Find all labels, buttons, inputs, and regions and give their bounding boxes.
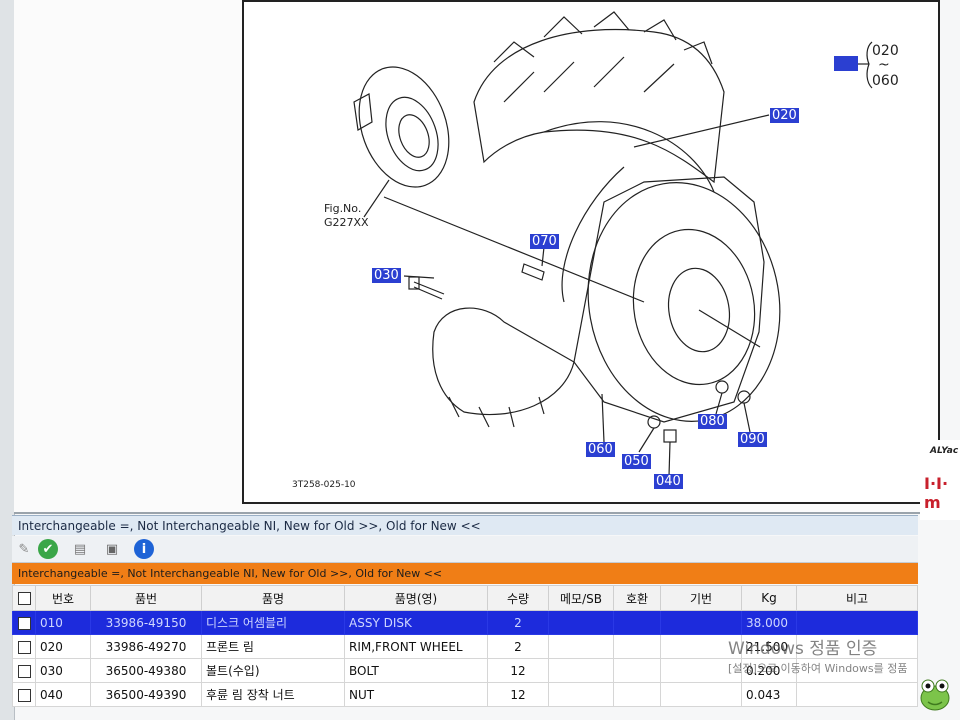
callout-040[interactable]: 040 xyxy=(654,474,683,489)
row-checkbox[interactable] xyxy=(12,634,36,659)
row-checkbox[interactable] xyxy=(12,610,36,635)
cell-name: 볼트(수입) xyxy=(201,658,345,683)
cell-part-number: 36500-49380 xyxy=(90,658,202,683)
cell-qty: 2 xyxy=(487,610,549,635)
col-name-en[interactable]: 품명(영) xyxy=(344,585,488,611)
cell-name-en: BOLT xyxy=(344,658,488,683)
table-row[interactable]: 040 36500-49390 후륜 림 장착 너트 NUT 12 0.043 xyxy=(12,682,918,707)
cell-interchange xyxy=(613,610,661,635)
callout-060[interactable]: 060 xyxy=(586,442,615,457)
cell-qty: 12 xyxy=(487,658,549,683)
select-all-checkbox[interactable] xyxy=(12,585,36,611)
cell-name-en: NUT xyxy=(344,682,488,707)
table-row[interactable]: 030 36500-49380 볼트(수입) BOLT 12 0.200 xyxy=(12,658,918,683)
callout-090[interactable]: 090 xyxy=(738,432,767,447)
cell-serial xyxy=(660,610,742,635)
range-marker[interactable] xyxy=(834,56,858,71)
cell-interchange xyxy=(613,682,661,707)
right-ad-panel: ALYac I·I· m xyxy=(920,440,960,520)
row-checkbox[interactable] xyxy=(12,682,36,707)
col-number[interactable]: 번호 xyxy=(35,585,91,611)
cell-name-en: ASSY DISK xyxy=(344,610,488,635)
cell-serial xyxy=(660,682,742,707)
cell-number: 020 xyxy=(35,634,91,659)
cell-remarks xyxy=(796,658,918,683)
print-icon[interactable]: ▤ xyxy=(73,541,87,557)
parts-table: 번호 품번 품명 품명(영) 수량 메모/SB 호환 기번 Kg 비고 010 … xyxy=(12,585,918,707)
range-from: 020 xyxy=(872,43,899,59)
cell-kg: 38.000 xyxy=(741,610,797,635)
cell-qty: 12 xyxy=(487,682,549,707)
check-icon[interactable]: ✔ xyxy=(38,539,58,559)
pen-icon[interactable]: ✎ xyxy=(18,541,30,557)
col-part-number[interactable]: 품번 xyxy=(90,585,202,611)
cell-part-number: 36500-49390 xyxy=(90,682,202,707)
cell-interchange xyxy=(613,634,661,659)
cell-kg: 0.043 xyxy=(741,682,797,707)
range-to: 060 xyxy=(872,73,899,89)
cell-qty: 2 xyxy=(487,634,549,659)
cell-memo xyxy=(548,610,614,635)
col-name[interactable]: 품명 xyxy=(201,585,345,611)
range-separator: ~ xyxy=(878,57,890,73)
figure-number: G227XX xyxy=(324,216,369,229)
callout-080[interactable]: 080 xyxy=(698,414,727,429)
col-interchange[interactable]: 호환 xyxy=(613,585,661,611)
activation-title: Windows 정품 인증 xyxy=(728,639,878,659)
table-row[interactable]: 010 33986-49150 디스크 어셈블리 ASSY DISK 2 38.… xyxy=(12,610,918,635)
alyac-label: ALYac xyxy=(930,446,959,456)
cell-name: 후륜 림 장착 너트 xyxy=(201,682,345,707)
cell-memo xyxy=(548,658,614,683)
callout-020[interactable]: 020 xyxy=(770,108,799,123)
document-code: 3T258-025-10 xyxy=(292,480,356,490)
cell-name: 프론트 림 xyxy=(201,634,345,659)
row-checkbox[interactable] xyxy=(12,658,36,683)
exploded-parts-diagram[interactable]: 020 070 030 080 090 060 050 040 020 ~ 06… xyxy=(242,0,940,504)
cell-kg: 0.200 xyxy=(741,658,797,683)
table-header-row: 번호 품번 품명 품명(영) 수량 메모/SB 호환 기번 Kg 비고 xyxy=(12,585,918,611)
col-kg[interactable]: Kg xyxy=(741,585,797,611)
callout-030[interactable]: 030 xyxy=(372,268,401,283)
cell-number: 030 xyxy=(35,658,91,683)
col-serial[interactable]: 기번 xyxy=(660,585,742,611)
toolbar: ✎ ✔ ▤ ▣ i xyxy=(12,536,918,563)
col-remarks[interactable]: 비고 xyxy=(796,585,918,611)
cell-memo xyxy=(548,634,614,659)
cell-remarks xyxy=(796,682,918,707)
cell-remarks xyxy=(796,610,918,635)
figure-label: Fig.No. xyxy=(324,202,362,215)
callout-070[interactable]: 070 xyxy=(530,234,559,249)
legend-bar: Interchangeable =, Not Interchangeable N… xyxy=(12,515,918,535)
cell-part-number: 33986-49270 xyxy=(90,634,202,659)
cell-interchange xyxy=(613,658,661,683)
mascot-icon[interactable] xyxy=(918,672,952,712)
callout-050[interactable]: 050 xyxy=(622,454,651,469)
brand-label: I·I· m xyxy=(924,474,949,512)
col-memo[interactable]: 메모/SB xyxy=(548,585,614,611)
wheel-assembly-drawing xyxy=(353,11,873,477)
activation-subtitle: [설정]으로 이동하여 Windows를 정품 xyxy=(728,662,908,675)
cell-name-en: RIM,FRONT WHEEL xyxy=(344,634,488,659)
cell-number: 010 xyxy=(35,610,91,635)
cell-kg: 21.500 xyxy=(741,634,797,659)
windows-activation-watermark: Windows 정품 인증 [설정]으로 이동하여 Windows를 정품 xyxy=(728,634,908,676)
col-qty[interactable]: 수량 xyxy=(487,585,549,611)
cell-name: 디스크 어셈블리 xyxy=(201,610,345,635)
legend-bar-orange: Interchangeable =, Not Interchangeable N… xyxy=(12,563,918,584)
diagram-viewer[interactable]: 020 070 030 080 090 060 050 040 020 ~ 06… xyxy=(14,0,940,514)
info-icon[interactable]: i xyxy=(134,539,154,559)
cell-memo xyxy=(548,682,614,707)
cell-part-number: 33986-49150 xyxy=(90,610,202,635)
window-icon[interactable]: ▣ xyxy=(105,541,119,557)
cell-number: 040 xyxy=(35,682,91,707)
